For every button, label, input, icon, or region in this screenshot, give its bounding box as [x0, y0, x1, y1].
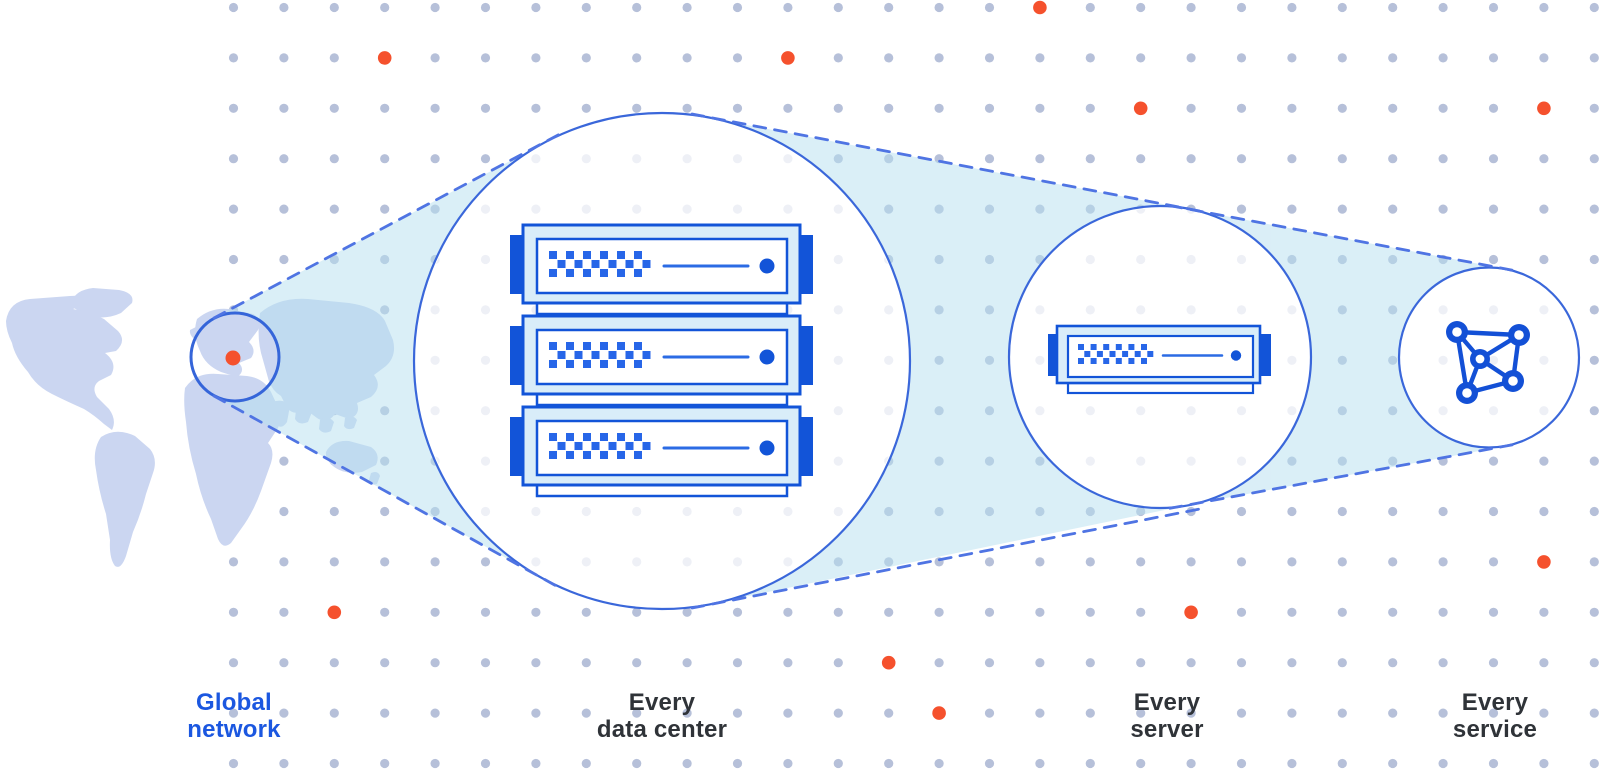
data-center-circle: [412, 111, 912, 611]
label-line: service: [1452, 715, 1538, 743]
label-global-network: Global network: [187, 689, 281, 743]
label-line: server: [1130, 715, 1204, 743]
server-rack-icon: [510, 223, 813, 498]
server-icon: [1048, 324, 1271, 395]
map-highlight-circle: [189, 311, 281, 403]
label-line: network: [187, 715, 281, 743]
label-line: Global: [196, 689, 272, 716]
label-every-data-center: Every data center: [596, 689, 728, 743]
zoom-circle-outlines: [412, 111, 1581, 611]
label-line: data center: [596, 715, 728, 743]
location-marker-icon: [225, 350, 241, 366]
network-mesh-icon: [1446, 321, 1530, 404]
label-line: Every: [1133, 689, 1201, 716]
server-circle: [1007, 204, 1313, 510]
label-line: Every: [628, 689, 696, 716]
zoom-dashed-lines: [212, 112, 1522, 610]
service-circle: [1397, 266, 1581, 449]
label-every-service: Every service: [1452, 689, 1538, 743]
label-line: Every: [1461, 689, 1529, 716]
label-every-server: Every server: [1130, 689, 1204, 743]
